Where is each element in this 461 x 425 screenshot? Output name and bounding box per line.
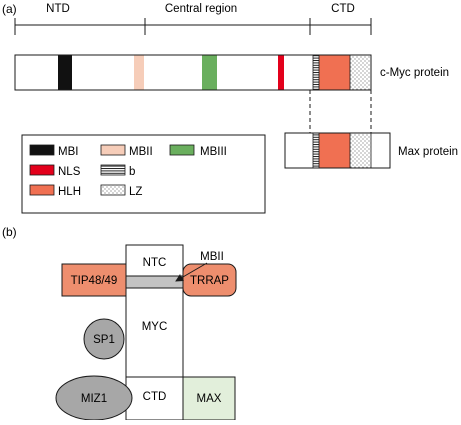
max-protein-bar — [284, 132, 391, 169]
myc-label: MYC — [142, 321, 168, 333]
cmyc-protein-label: c-Myc protein — [380, 67, 449, 79]
legend-swatch-mbii — [100, 144, 126, 156]
central-region-label: Central region — [165, 3, 237, 15]
mbii-callout-arrow — [175, 262, 208, 282]
legend-label-nls: NLS — [58, 166, 81, 178]
lz-domain — [350, 55, 371, 90]
legend-swatch-b — [100, 164, 126, 176]
max-hlh-domain — [319, 133, 350, 168]
legend-swatch-mbi — [29, 144, 55, 156]
region-bracket — [14, 18, 372, 35]
cmyc-protein-bar — [14, 54, 372, 91]
trrap-label: TRRAP — [190, 275, 229, 287]
ntd-label: NTD — [46, 3, 70, 15]
mbii-callout-label: MBII — [200, 251, 224, 263]
max-protein-label: Max protein — [398, 146, 458, 158]
tip48-49-label: TIP48/49 — [71, 275, 118, 287]
sp1-label: SP1 — [93, 334, 115, 346]
legend-swatch-lz — [100, 184, 126, 196]
ctd-box-label: CTD — [143, 391, 167, 403]
max-label: MAX — [197, 393, 222, 405]
legend-label-lz: LZ — [129, 186, 142, 198]
mbii-bar — [125, 275, 184, 289]
ntc-label: NTC — [143, 257, 167, 269]
max-basic-domain — [313, 133, 319, 168]
max-box — [182, 376, 236, 421]
legend-swatch-mbiii — [169, 144, 195, 156]
basic-domain — [313, 55, 319, 90]
ctd-label: CTD — [331, 3, 355, 15]
legend-label-mbii: MBII — [129, 146, 153, 158]
legend-label-hlh: HLH — [58, 186, 81, 198]
panel-b-label: (b) — [2, 225, 17, 239]
legend-label-mbi: MBI — [58, 146, 78, 158]
myc-box — [125, 244, 184, 421]
ctd-connector-lines — [309, 90, 372, 133]
mbiii-domain — [202, 55, 217, 90]
legend: MBI MBII MBIII NLS b HLH LZ — [21, 134, 266, 214]
tip48-49-box — [61, 263, 127, 297]
max-lz-domain — [350, 133, 371, 168]
miz1-label: MIZ1 — [81, 393, 107, 405]
panel-a-label: (a) — [2, 2, 17, 16]
legend-swatch-nls — [29, 164, 55, 176]
mbi-domain — [58, 55, 72, 90]
nls-domain — [278, 55, 284, 90]
sp1-circle — [83, 318, 125, 360]
legend-swatch-hlh — [29, 184, 55, 196]
hlh-domain — [319, 55, 350, 90]
legend-label-b: b — [129, 166, 135, 178]
legend-label-mbiii: MBIII — [200, 146, 227, 158]
mbii-domain — [134, 55, 144, 90]
